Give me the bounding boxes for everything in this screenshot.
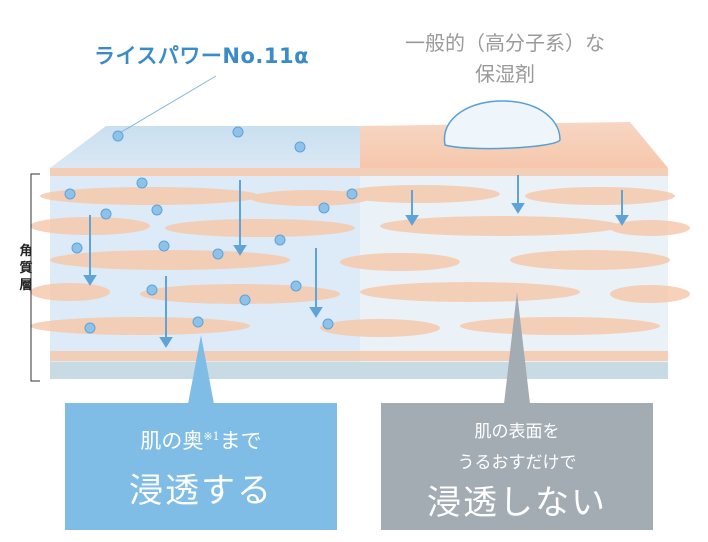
- skin-cell-layers: [30, 168, 690, 361]
- penetrates-headline: 浸透する: [129, 471, 273, 511]
- generic-label-line2: 保湿剤: [475, 62, 535, 86]
- product-particles: [64, 126, 358, 334]
- penetrates-line1: 肌の奥※1まで: [65, 425, 337, 455]
- product-leader-line: [117, 75, 217, 135]
- not-penetrates-line1: 肌の表面を: [474, 422, 560, 442]
- penetrates-callout-box: 肌の奥※1まで 浸透する: [65, 403, 337, 530]
- skin-base-layer: [50, 362, 668, 379]
- stratum-corneum-label: 角質層: [19, 244, 33, 293]
- stratum-corneum-bracket: [30, 173, 40, 382]
- footnote-mark: ※1: [203, 430, 220, 443]
- product-label: ライスパワーNo.11α: [94, 44, 310, 68]
- generic-moisturizer-label: 一般的（高分子系）な 保湿剤: [380, 28, 630, 90]
- not-penetrates-headline: 浸透しない: [427, 483, 607, 523]
- not-penetrates-line2: うるおすだけで: [457, 453, 577, 473]
- polymer-droplet: [443, 100, 561, 150]
- penetration-arrows: [83, 175, 629, 348]
- left-skin-top-surface: [50, 126, 360, 172]
- right-callout-pointer: [504, 292, 530, 404]
- left-callout-pointer: [188, 335, 214, 404]
- generic-label-line1: 一般的（高分子系）な: [405, 31, 605, 55]
- not-penetrates-callout-box: 肌の表面を うるおすだけで 浸透しない: [381, 403, 653, 530]
- line1-text: 肌の奥: [140, 429, 204, 453]
- line1-end-text: まで: [219, 429, 262, 453]
